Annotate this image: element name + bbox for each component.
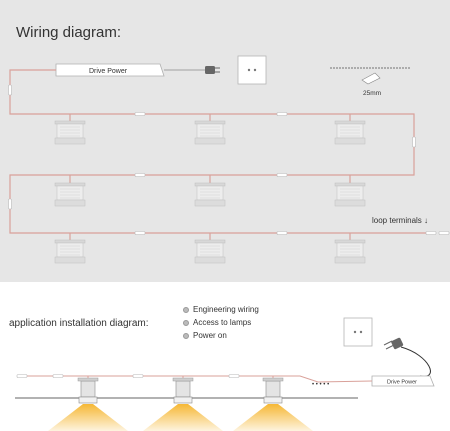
bullet-icon <box>183 332 189 339</box>
bullet-icon <box>183 306 189 313</box>
ceiling-cutout-icon: 25mm <box>330 67 410 97</box>
legend-label: Access to lamps <box>193 318 252 327</box>
drive-power-label: Drive Power <box>89 68 128 75</box>
power-plug-icon-2 <box>383 337 404 350</box>
wiring-diagram-title: Wiring diagram: <box>16 24 121 41</box>
continuation-dots: • • • • • <box>312 382 329 388</box>
legend-access-to-lamps: Access to lamps <box>183 318 251 327</box>
legend-power-on: Power on <box>183 331 227 340</box>
application-diagram-panel <box>0 282 450 431</box>
wire-connectors <box>8 84 450 235</box>
legend-engineering-wiring: Engineering wiring <box>183 305 259 314</box>
application-wire <box>20 375 373 383</box>
lamp-row-2 <box>54 182 366 207</box>
legend-label: Power on <box>193 331 227 340</box>
light-beams <box>48 404 313 431</box>
installed-lamps <box>77 376 284 404</box>
drive-power-label-2: Drive Power <box>387 380 417 386</box>
lamp-row-3 <box>54 239 366 264</box>
application-diagram-title: application installation diagram: <box>9 318 149 329</box>
wall-socket-icon-2 <box>343 317 373 347</box>
power-plug-icon <box>205 66 220 74</box>
loop-terminals-label: loop terminals ↓ <box>372 216 428 225</box>
wall-socket-icon <box>237 55 267 85</box>
lamp-row-1 <box>54 120 366 145</box>
legend-label: Engineering wiring <box>193 305 259 314</box>
power-cord-2 <box>400 346 431 377</box>
bullet-icon <box>183 319 189 326</box>
drive-power-unit: Drive Power <box>55 63 165 77</box>
cutout-size-label: 25mm <box>363 90 381 97</box>
drive-power-unit-2: Drive Power <box>371 375 435 387</box>
